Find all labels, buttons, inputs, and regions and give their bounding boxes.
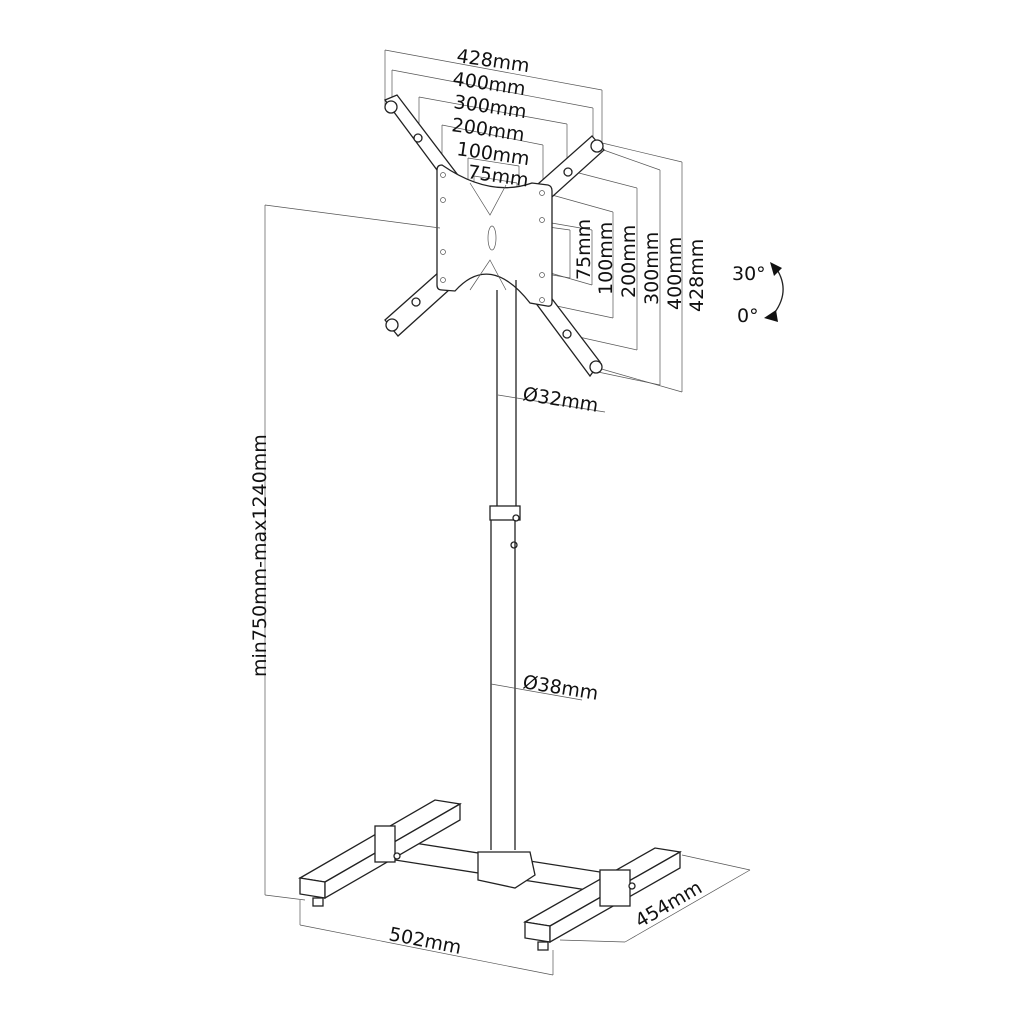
tilt-min-label: 0° [737, 305, 759, 327]
horizontal-labels: 428mm 400mm 300mm 200mm 100mm 75mm [450, 45, 531, 191]
vesa-plate [436, 164, 553, 307]
upper-pole-diameter-label: Ø32mm [521, 383, 600, 417]
base-width-dimension-line [299, 900, 554, 976]
tilt-arrow-icon [764, 262, 784, 322]
height-range-label: min750mm-max1240mm [249, 434, 271, 677]
v-label-200: 200mm [618, 225, 640, 298]
tilt-max-label: 30° [732, 263, 766, 285]
pole-sleeve [489, 505, 521, 549]
v-label-300: 300mm [641, 232, 663, 305]
v-label-428: 428mm [686, 239, 708, 312]
lower-diameter-leader [490, 683, 583, 701]
v-label-100: 100mm [595, 222, 617, 295]
v-label-400: 400mm [664, 237, 686, 310]
v-label-75: 75mm [573, 219, 595, 280]
base [298, 799, 682, 951]
base-width-label: 502mm [387, 923, 463, 959]
upper-pole [496, 280, 517, 508]
upper-diameter-leader [497, 394, 606, 413]
height-dimension-line [264, 204, 441, 901]
lower-pole [490, 520, 516, 850]
vertical-labels: 75mm 100mm 200mm 300mm 400mm 428mm [573, 219, 708, 312]
base-depth-dimension-line [559, 854, 751, 943]
lower-pole-diameter-label: Ø38mm [521, 671, 600, 705]
